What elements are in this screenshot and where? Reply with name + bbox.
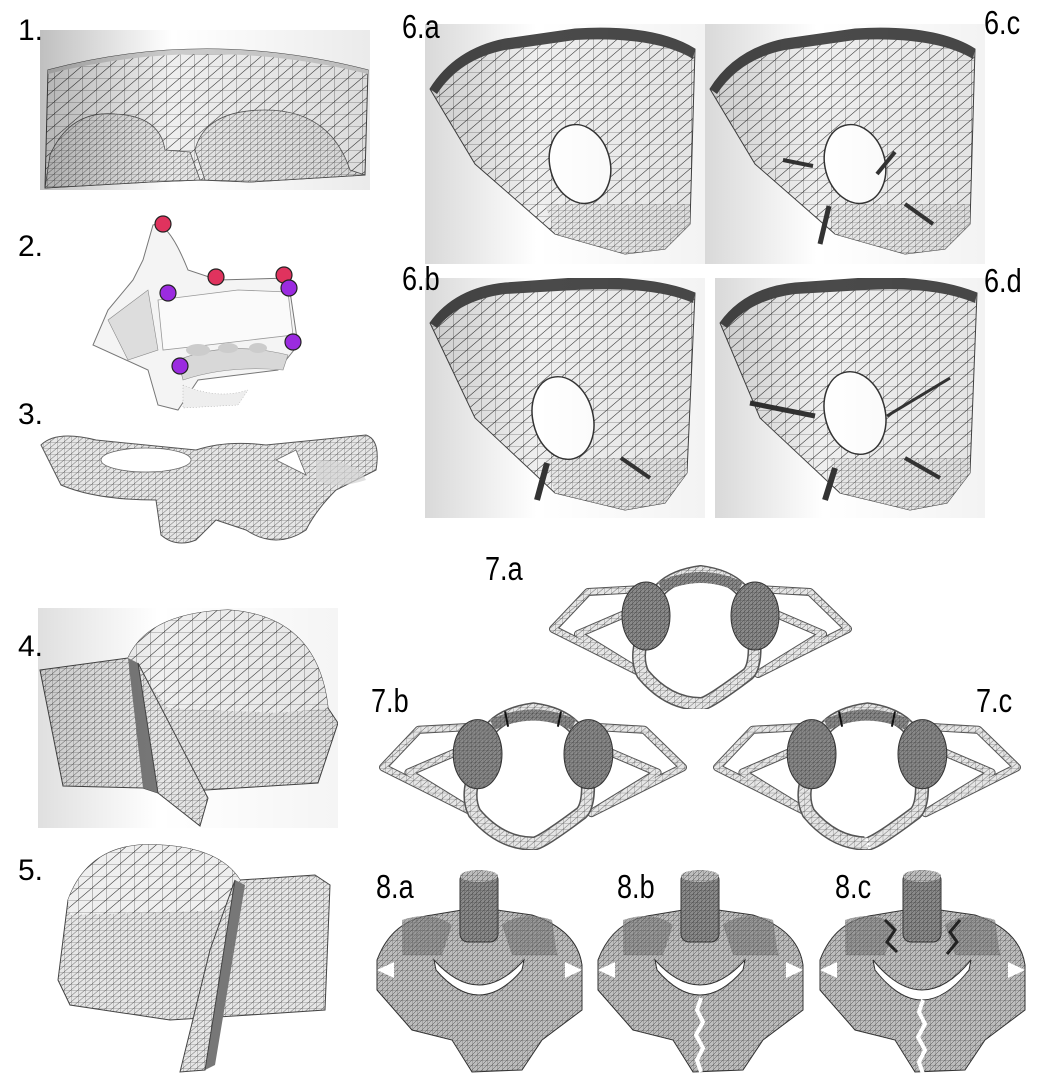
panel-1-cylinder-mesh	[40, 30, 370, 190]
panel-6d-shell-mesh	[715, 278, 985, 518]
panel-label-3: 3.	[18, 398, 44, 431]
panel-8b-axis-vertebra	[593, 870, 808, 1075]
panel-label-8b: 8.b	[617, 868, 655, 905]
panel-label-7b: 7.b	[371, 682, 409, 719]
panel-8a-axis-vertebra	[372, 870, 587, 1075]
panel-label-5: 5.	[18, 854, 44, 887]
panel-7a-vertebra-ring	[548, 564, 853, 709]
panel-5-block-blade-mesh	[50, 840, 335, 1075]
panel-label-1: 1.	[18, 14, 44, 47]
panel-6c-shell-mesh	[705, 24, 985, 264]
panel-7c-vertebra-ring	[712, 700, 1022, 850]
panel-8c-axis-vertebra	[815, 870, 1030, 1075]
panel-6a-shell-mesh	[425, 24, 705, 264]
panel-2-anatomy-landmarks	[88, 210, 318, 420]
panel-7b-vertebra-ring	[378, 700, 688, 850]
landmark-markers-red	[154, 215, 293, 286]
panel-label-8c: 8.c	[835, 868, 872, 905]
landmark-markers-purple	[159, 279, 302, 375]
panel-label-2: 2.	[18, 230, 44, 263]
panel-label-8a: 8.a	[376, 868, 414, 905]
panel-4-block-blade-mesh	[38, 608, 338, 828]
panel-label-6c: 6.c	[984, 4, 1021, 41]
panel-3-bone-mesh	[36, 430, 386, 550]
panel-label-7c: 7.c	[976, 682, 1013, 719]
panel-label-6d: 6.d	[984, 262, 1022, 299]
panel-6b-shell-mesh	[425, 278, 705, 518]
panel-label-7a: 7.a	[485, 550, 523, 587]
